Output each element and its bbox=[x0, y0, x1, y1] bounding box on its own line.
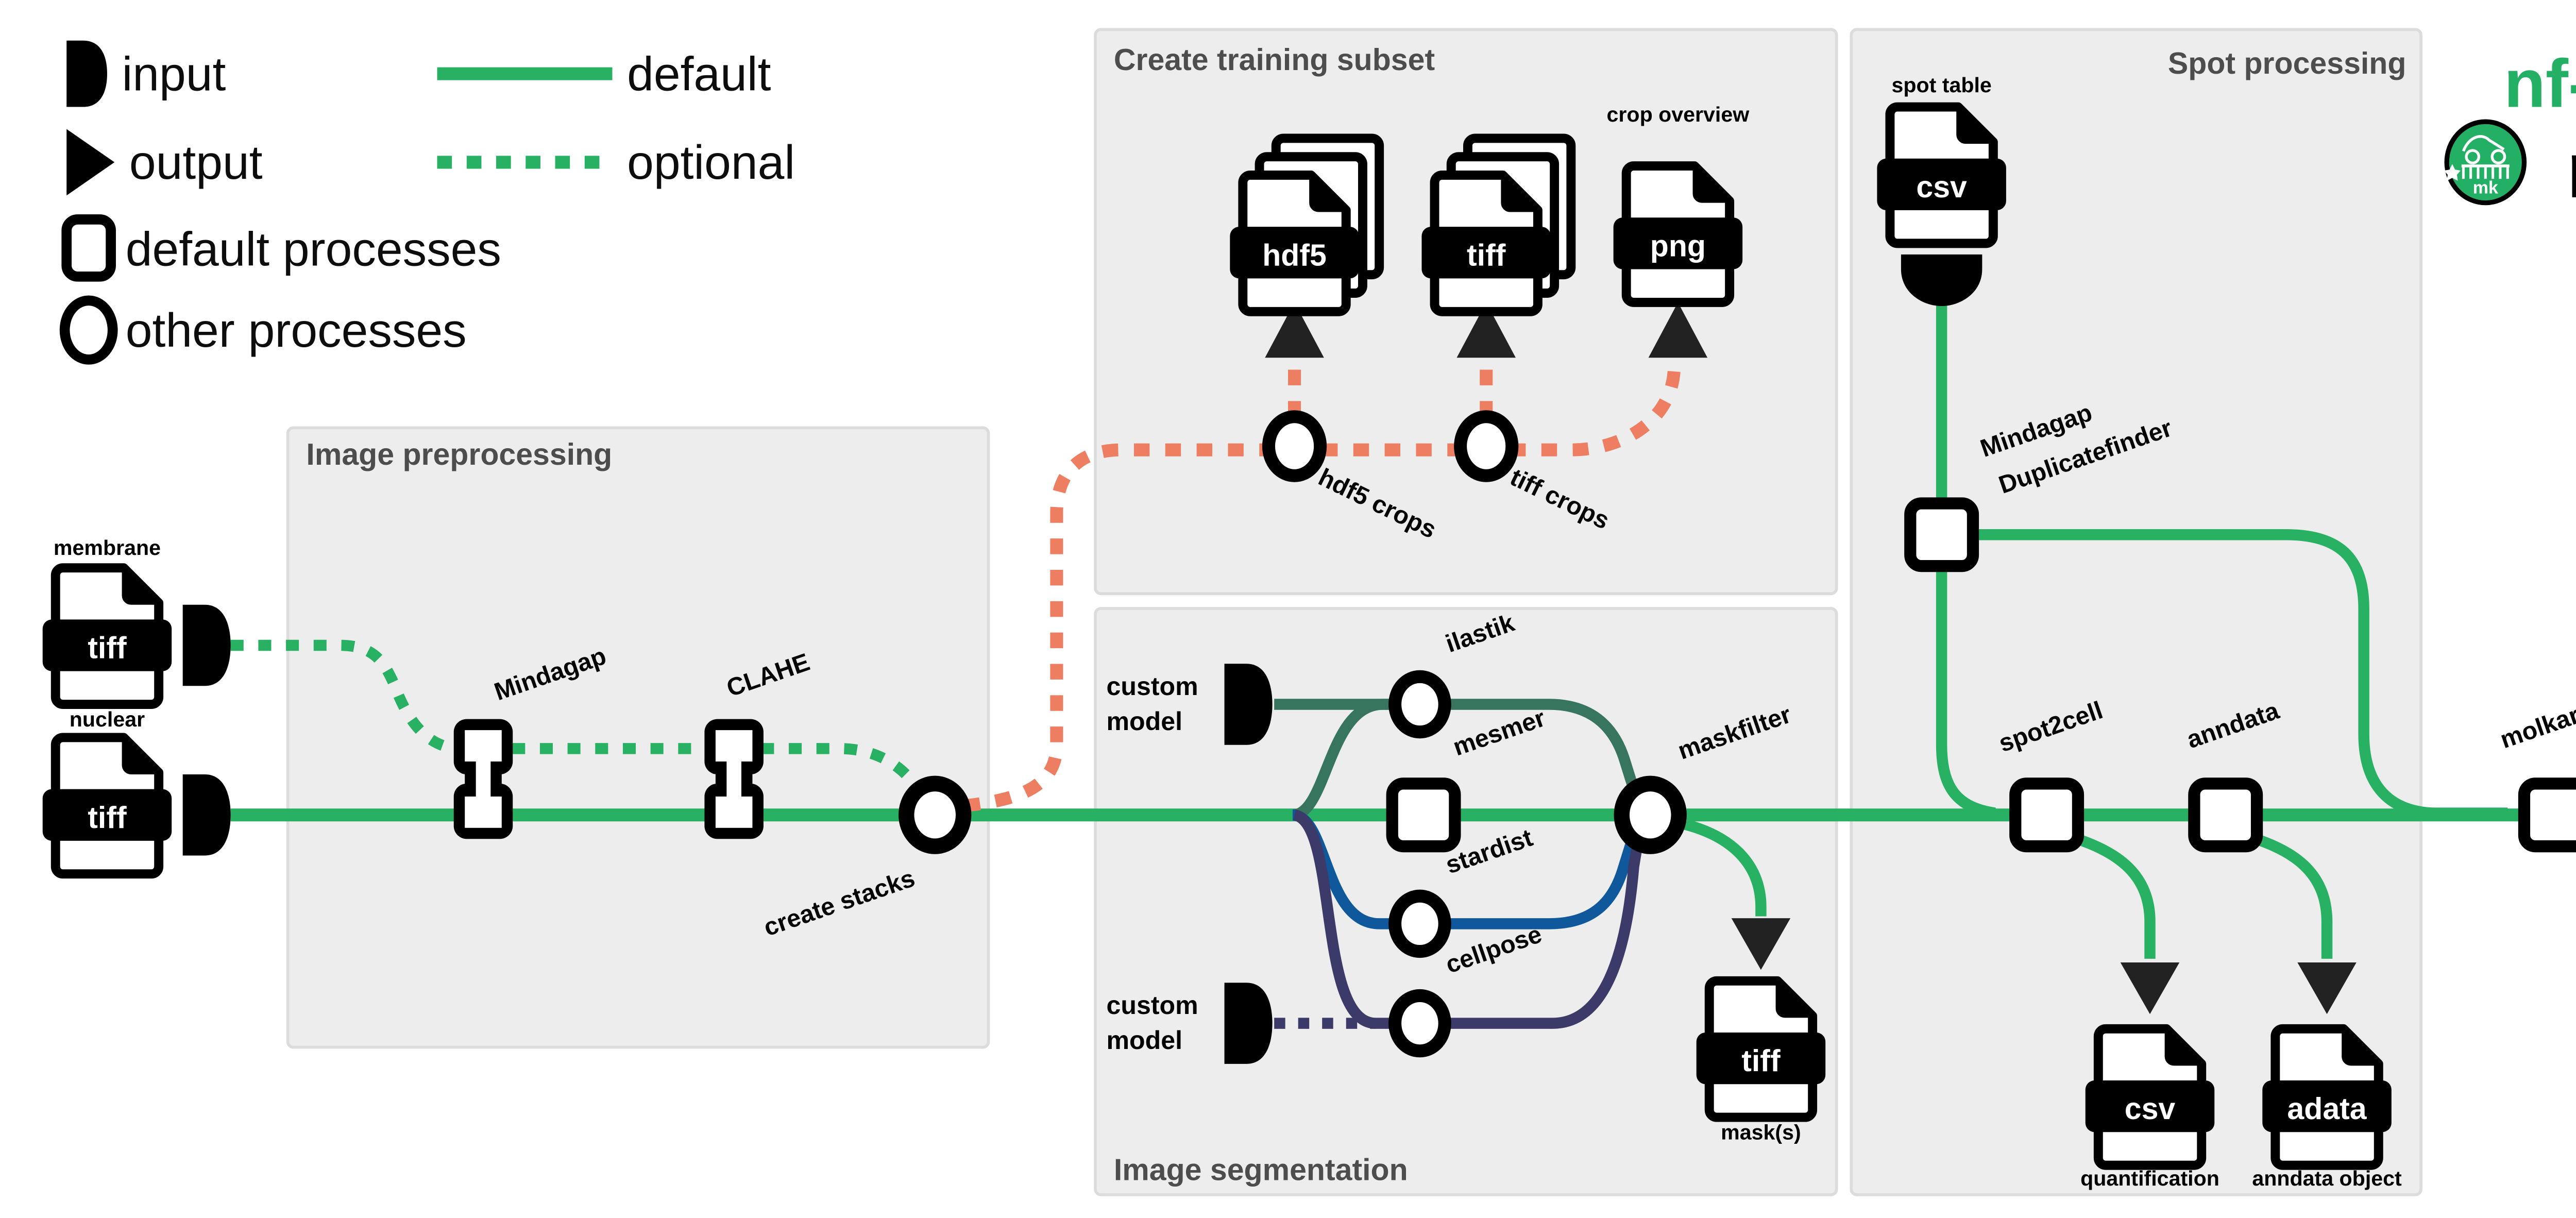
box-spot-processing bbox=[1850, 28, 2422, 1196]
input-marker-custom-model-top bbox=[1224, 664, 1273, 745]
arrow-up-hdf5 bbox=[1265, 302, 1324, 358]
process-node-mindagap-duplicatefinder bbox=[1904, 497, 1979, 572]
label-custom-model-bottom-1: custom bbox=[1107, 991, 1198, 1020]
file-label-crop-overview: crop overview bbox=[1607, 103, 1750, 126]
file-type-quantification: csv bbox=[2125, 1092, 2176, 1126]
legend: input output default processes other pro… bbox=[59, 40, 795, 365]
input-marker-nuclear bbox=[182, 774, 231, 856]
legend-input-icon bbox=[66, 40, 107, 107]
file-label-anndata-object: anndata object bbox=[2252, 1166, 2402, 1190]
file-type-hdf5: hdf5 bbox=[1262, 238, 1327, 272]
box-image-segmentation bbox=[1094, 607, 1838, 1196]
file-icon-png: png bbox=[1613, 161, 1743, 307]
label-custom-model-top-1: custom bbox=[1107, 672, 1198, 701]
arrow-down-quantification bbox=[2120, 962, 2180, 1014]
box-title-image-preprocessing: Image preprocessing bbox=[306, 437, 612, 471]
file-type-nuclear: tiff bbox=[88, 801, 127, 835]
label-custom-model-bottom-2: model bbox=[1107, 1026, 1182, 1055]
legend-default-label: default bbox=[627, 47, 771, 100]
file-label-quantification: quantification bbox=[2080, 1166, 2219, 1190]
legend-default-processes-label: default processes bbox=[126, 222, 501, 276]
process-node-ilastik bbox=[1388, 670, 1451, 739]
label-molkartqc: molkartqc bbox=[2497, 689, 2576, 754]
mk-badge-icon: mk bbox=[2444, 119, 2527, 206]
legend-default-process-icon bbox=[61, 214, 116, 282]
input-marker-membrane bbox=[182, 604, 231, 686]
file-icon-masks-tiff: tiff bbox=[1696, 976, 1826, 1122]
file-type-spot-table: csv bbox=[1916, 170, 1967, 204]
box-title-image-segmentation: Image segmentation bbox=[1114, 1153, 1408, 1187]
process-node-spot2cell bbox=[2009, 777, 2084, 853]
arrow-down-anndata-object bbox=[2297, 962, 2357, 1014]
file-type-membrane: tiff bbox=[88, 631, 127, 665]
process-node-mesmer bbox=[1386, 777, 1461, 853]
file-type-tiff-crops: tiff bbox=[1467, 238, 1506, 272]
process-node-clahe bbox=[704, 719, 764, 839]
process-node-hdf5-crops bbox=[1262, 410, 1327, 482]
arrow-up-tiff bbox=[1456, 302, 1516, 358]
process-node-anndata bbox=[2188, 777, 2263, 853]
logo-line1: nf-core/ bbox=[2504, 46, 2576, 122]
arrow-up-png bbox=[1648, 302, 1708, 358]
edge-training-optional bbox=[963, 365, 1681, 813]
box-title-spot-processing: Spot processing bbox=[2168, 46, 2406, 80]
legend-output-label: output bbox=[129, 136, 263, 189]
box-title-create-training-subset: Create training subset bbox=[1114, 43, 1435, 77]
box-image-preprocessing bbox=[286, 426, 990, 1049]
file-type-adata: adata bbox=[2287, 1092, 2367, 1126]
file-label-spot-table: spot table bbox=[1891, 73, 1991, 97]
logo-nf: nf- bbox=[2504, 46, 2576, 122]
edge-ilastik bbox=[1292, 699, 1639, 821]
legend-other-processes-label: other processes bbox=[126, 303, 467, 357]
edge-spot-table-down bbox=[1936, 295, 1996, 819]
file-icon-adata: adata bbox=[2262, 1024, 2392, 1170]
process-node-maskfilter bbox=[1614, 775, 1687, 854]
process-node-stardist bbox=[1388, 889, 1451, 958]
file-icon-hdf5-stack: hdf5 bbox=[1230, 133, 1384, 316]
input-marker-spot-table bbox=[1901, 254, 1982, 307]
legend-other-process-icon bbox=[59, 295, 118, 365]
file-icon-quantification-csv: csv bbox=[2085, 1024, 2215, 1170]
file-label-nuclear: nuclear bbox=[70, 707, 145, 731]
legend-optional-label: optional bbox=[627, 136, 795, 189]
process-node-molkartqc bbox=[2518, 777, 2576, 853]
file-label-membrane: membrane bbox=[54, 536, 161, 560]
process-node-tiff-crops bbox=[1454, 410, 1519, 482]
process-node-create-stacks bbox=[899, 775, 972, 854]
file-icon-spot-table-csv: csv bbox=[1877, 102, 2006, 248]
edge-dupfinder-bypass bbox=[1973, 529, 2508, 819]
file-label-masks: mask(s) bbox=[1721, 1121, 1801, 1144]
label-custom-model-top-2: model bbox=[1107, 707, 1182, 736]
legend-output-icon bbox=[66, 129, 115, 196]
svg-text:molkartqc: molkartqc bbox=[2497, 689, 2576, 754]
process-node-cellpose bbox=[1388, 989, 1451, 1058]
input-marker-custom-model-bottom bbox=[1224, 983, 1273, 1064]
file-icon-nuclear-tiff: tiff bbox=[42, 733, 172, 879]
edge-mask-output bbox=[1675, 817, 1767, 917]
edge-membrane-optional bbox=[230, 639, 925, 796]
logo-molkart: molkart bbox=[2567, 126, 2576, 214]
badge-star-icon bbox=[2444, 164, 2461, 181]
file-icon-membrane-tiff: tiff bbox=[42, 563, 172, 709]
file-icon-tiff-stack: tiff bbox=[1421, 133, 1576, 316]
file-type-masks: tiff bbox=[1741, 1044, 1781, 1078]
process-node-mindagap bbox=[453, 719, 513, 839]
legend-input-label: input bbox=[122, 47, 226, 100]
nf-core-molkart-logo: nf-core/ molkart mk bbox=[2444, 46, 2576, 214]
badge-mk-text: mk bbox=[2473, 178, 2498, 198]
arrow-down-masks bbox=[1731, 918, 1791, 970]
file-type-png: png bbox=[1650, 229, 1706, 263]
